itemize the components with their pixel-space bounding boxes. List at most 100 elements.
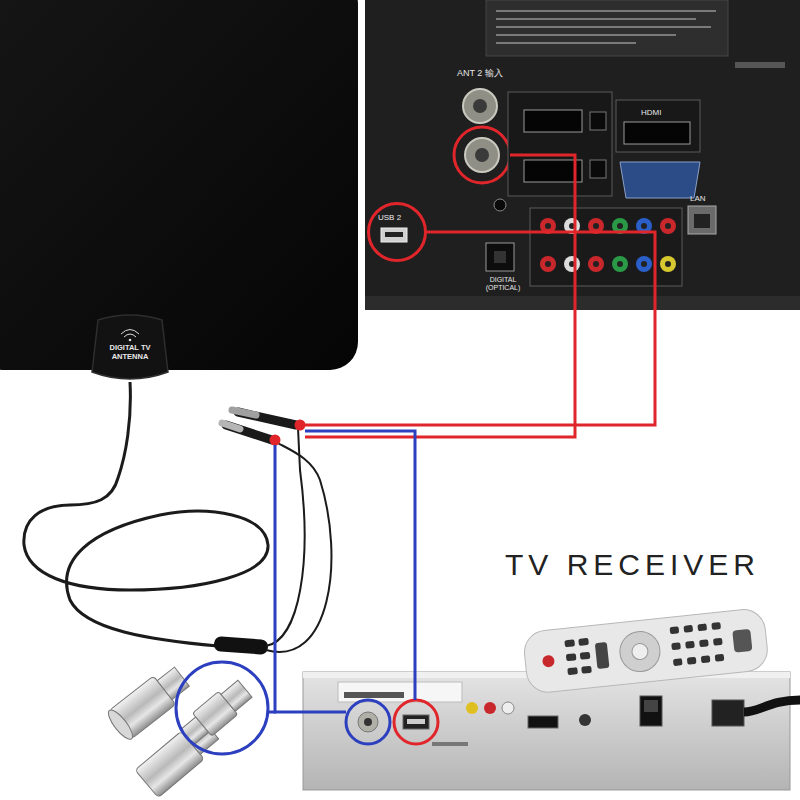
wire-connector <box>275 445 300 712</box>
receiver-box <box>364 718 372 726</box>
tv-back-panel <box>636 218 652 234</box>
tv-back-panel <box>590 112 606 130</box>
tv-back-panel <box>564 256 580 272</box>
receiver-box <box>346 700 390 744</box>
coax-adapter <box>105 707 137 743</box>
receiver-box <box>407 719 425 724</box>
remote-control <box>631 643 649 661</box>
receiver-box <box>466 702 478 714</box>
receiver-box <box>414 670 417 700</box>
tv-back-panel <box>496 26 711 28</box>
port-label: LAN <box>690 194 706 203</box>
cable-plug <box>270 435 281 446</box>
receiver-box <box>358 712 378 732</box>
remote-control <box>522 607 769 694</box>
tv-back-panel <box>540 218 556 234</box>
receiver-box <box>502 702 514 714</box>
tv-back-panel <box>612 218 628 234</box>
receiver-box <box>484 702 496 714</box>
antenna-cable <box>214 636 269 655</box>
wire-connector <box>305 431 415 670</box>
remote-control <box>701 655 711 663</box>
coax-adapter <box>176 662 268 754</box>
receiver-box <box>394 700 438 744</box>
receiver-box <box>640 696 662 726</box>
port-label: ANT 2 输入 <box>457 68 503 78</box>
port-label: USB 2 <box>378 213 401 222</box>
antenna-puck <box>121 330 139 335</box>
tv-back-panel <box>616 100 700 152</box>
remote-control <box>581 666 592 674</box>
tv-back-panel <box>688 206 716 234</box>
antenna-puck <box>92 315 168 379</box>
tv-receiver: TV RECEIVER <box>300 670 790 790</box>
remote-control <box>732 629 752 653</box>
remote-control <box>697 623 707 631</box>
remote-control <box>715 654 725 662</box>
remote-control <box>618 630 662 674</box>
tv-back-panel <box>496 34 676 36</box>
tv-back-panel <box>617 223 623 229</box>
tv-back-panel <box>624 122 690 144</box>
remote-control <box>580 652 591 660</box>
coax-adapter <box>105 662 193 742</box>
tv-back-panel <box>496 18 696 20</box>
remote-control <box>578 638 589 646</box>
antenna-panel <box>0 0 358 370</box>
remote-control <box>522 607 769 694</box>
tv-back-panel <box>665 223 671 229</box>
tv-back-panel <box>486 243 514 271</box>
tv-back-panel <box>365 0 800 310</box>
usb-port-callout: USB 2 <box>367 202 427 262</box>
receiver-box <box>300 711 346 714</box>
antenna-cable <box>24 382 268 646</box>
remote-control <box>567 667 578 675</box>
receiver-heading: TV RECEIVER <box>505 548 760 583</box>
tv-back-panel <box>486 0 728 56</box>
tv-back-panel <box>540 256 556 272</box>
cable-plug <box>222 423 240 429</box>
tv-back-panel <box>620 162 700 198</box>
remote-control <box>699 639 709 647</box>
cable-plug <box>222 410 306 446</box>
wire-connector <box>305 310 575 437</box>
coax-adapter <box>221 680 252 711</box>
tv-back-panel <box>475 148 489 162</box>
tv-back-panel <box>545 261 551 267</box>
remote-control <box>542 655 555 668</box>
remote-control <box>687 657 697 665</box>
tv-back-panel <box>381 228 407 242</box>
receiver-box <box>644 700 658 712</box>
remote-control <box>685 641 695 649</box>
remote-control <box>566 653 577 661</box>
tv-back-panel <box>617 261 623 267</box>
cable-plug <box>232 410 256 415</box>
remote-control <box>711 622 721 630</box>
tv-back-panel <box>694 214 710 228</box>
tv-back-panel <box>524 110 582 132</box>
tv-back-panel <box>524 160 582 182</box>
tv-back-panel <box>641 261 647 267</box>
antenna-panel <box>0 0 358 370</box>
tv-back-panel <box>593 223 599 229</box>
tv-back-panel <box>612 256 628 272</box>
coax-adapter <box>180 717 208 745</box>
antenna-puck <box>129 339 132 342</box>
tv-back-panel <box>660 218 676 234</box>
tv-back-panel <box>735 62 785 68</box>
cable-plug <box>295 420 306 431</box>
receiver-box <box>744 700 800 712</box>
tv-back-panel <box>564 218 580 234</box>
remote-control <box>564 639 575 647</box>
tv-back-panel <box>454 127 510 183</box>
tv-back-panel <box>593 261 599 267</box>
tv-back-panel <box>636 256 652 272</box>
tv-back-panel <box>496 42 636 44</box>
remote-control <box>670 626 680 634</box>
tv-back-panel <box>465 138 499 172</box>
tv-back-panel <box>545 223 551 229</box>
tv-back-panel <box>365 296 800 310</box>
tv-back-panel <box>494 251 506 263</box>
